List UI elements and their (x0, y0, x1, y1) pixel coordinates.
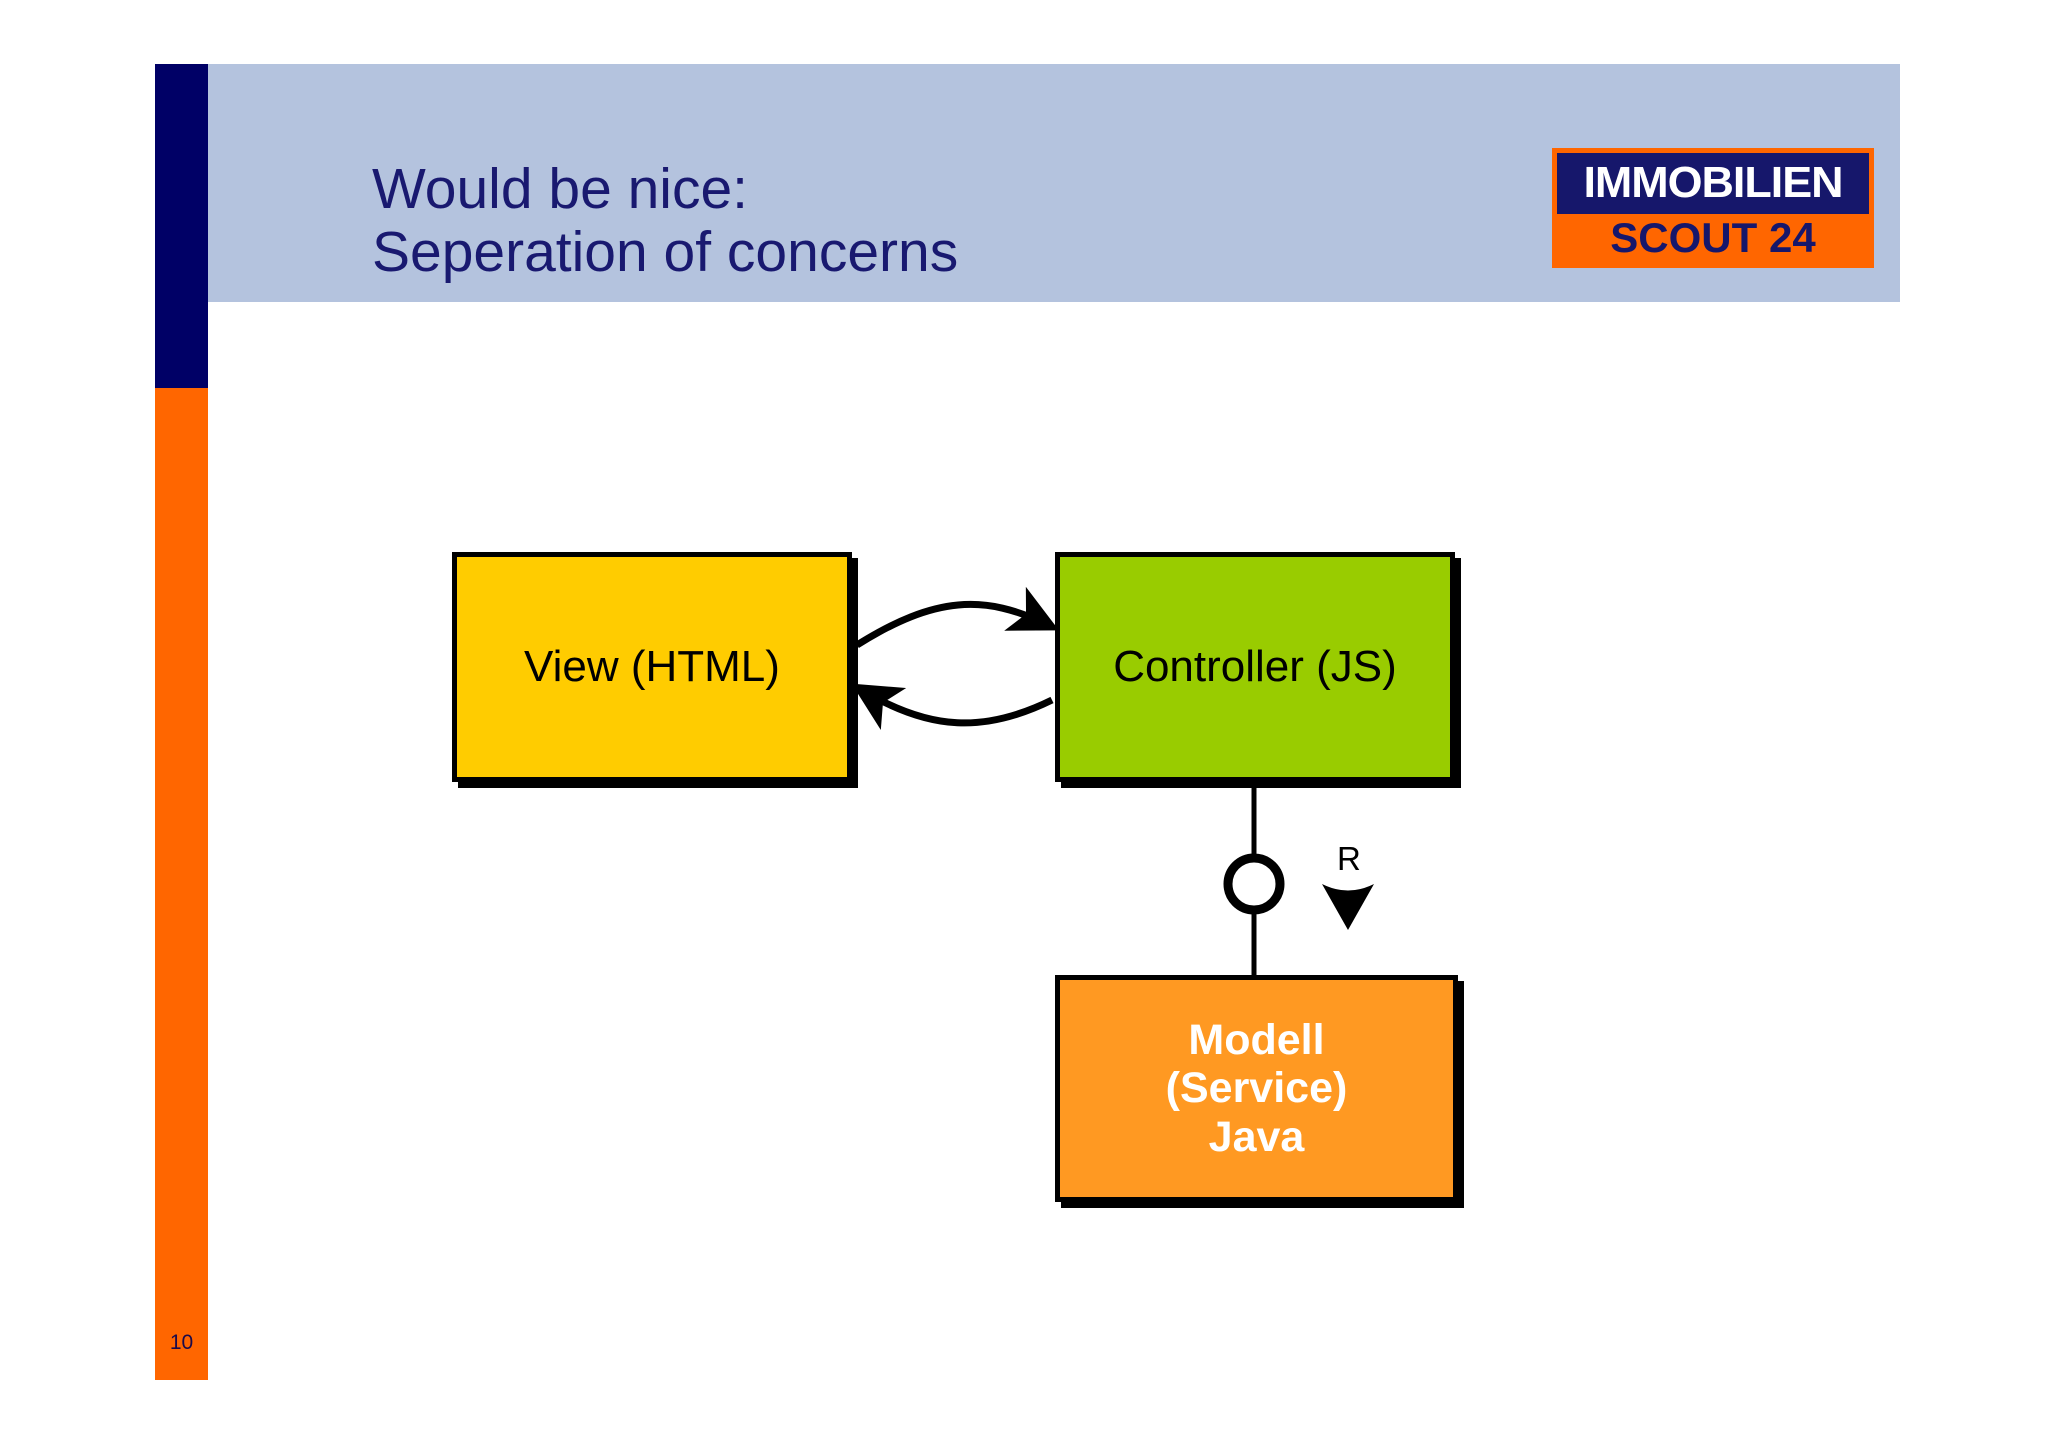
logo-bottom-band: SCOUT 24 (1557, 213, 1869, 263)
logo-top-band: IMMOBILIEN (1557, 153, 1869, 214)
diagram-node-view[interactable]: View (HTML) (452, 552, 852, 782)
page-title: Would be nice: Seperation of concerns (372, 158, 1472, 283)
diagram-node-model-line-1: Modell (1188, 1016, 1325, 1065)
edge-view-to-controller (855, 586, 1059, 648)
diagram-node-view-label: View (HTML) (524, 642, 780, 691)
logo-bottom-text: SCOUT 24 (1610, 214, 1816, 262)
diagram-node-model[interactable]: Modell (Service) Java (1055, 975, 1458, 1202)
connector-joint-circle (1223, 853, 1285, 915)
down-triangle-marker (1322, 884, 1374, 930)
diagram-node-model-label: Modell (Service) Java (1166, 1016, 1348, 1160)
diagram-node-model-line-2: (Service) (1165, 1064, 1348, 1113)
diagram-node-controller-label: Controller (JS) (1113, 642, 1397, 691)
page-title-line-2: Seperation of concerns (372, 219, 959, 284)
sidebar-accent-bar-orange (155, 388, 208, 1380)
brand-logo: IMMOBILIEN SCOUT 24 (1552, 148, 1874, 268)
page-title-line-1: Would be nice: (372, 157, 749, 221)
diagram-node-model-line-3: Java (1208, 1112, 1305, 1161)
page-number: 10 (169, 1331, 194, 1354)
header-accent-bar-navy (155, 64, 208, 388)
diagram-node-controller[interactable]: Controller (JS) (1055, 552, 1455, 782)
connector-annotation-r: R (1337, 840, 1361, 877)
logo-top-text: IMMOBILIEN (1583, 158, 1843, 208)
edge-controller-to-view (851, 683, 1054, 730)
